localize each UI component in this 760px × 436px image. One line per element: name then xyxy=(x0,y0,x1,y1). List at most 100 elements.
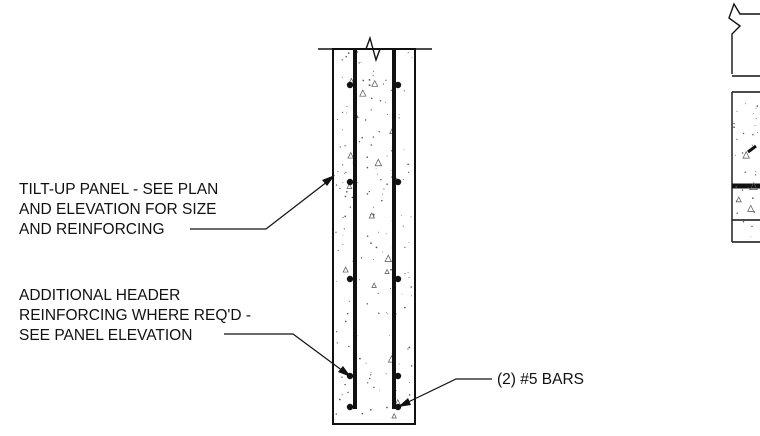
stipple-triangle xyxy=(742,150,750,159)
stipple-dot xyxy=(398,117,400,119)
stipple-triangle xyxy=(371,282,377,288)
stipple-dot xyxy=(380,178,382,181)
stipple-dot xyxy=(342,216,344,219)
stipple-dot xyxy=(407,348,409,350)
stipple-dot xyxy=(390,89,392,91)
stipple-dot xyxy=(370,242,372,244)
header-note-line-2: REINFORCING WHERE REQ'D - xyxy=(19,307,251,324)
stipple-dot xyxy=(396,177,398,179)
stipple-dot xyxy=(368,84,371,86)
stipple-dot xyxy=(754,125,756,127)
stipple-dot xyxy=(404,306,406,309)
stipple-dot xyxy=(370,144,373,146)
stipple-dot xyxy=(752,133,754,136)
stipple-dot xyxy=(388,334,390,336)
stipple-dot xyxy=(364,119,367,121)
rebar-dot xyxy=(394,81,402,89)
stipple-dot xyxy=(372,75,374,77)
stipple-dot xyxy=(372,213,375,216)
rebar-dot xyxy=(394,275,402,283)
rebar-dot xyxy=(394,178,402,186)
leaders xyxy=(190,175,492,407)
tilt-up-panel-section xyxy=(318,35,432,425)
stipple-dot xyxy=(341,111,344,114)
stipple-dot xyxy=(339,187,341,190)
stipple-dot xyxy=(402,178,405,181)
stipple-dot xyxy=(398,113,400,115)
stipple-dot xyxy=(361,136,363,139)
stipple-dot xyxy=(344,320,347,323)
stipple-dot xyxy=(408,394,411,396)
stipple-dot xyxy=(344,195,347,198)
header-note: ADDITIONAL HEADER REINFORCING WHERE REQ'… xyxy=(19,287,251,344)
stipple-dot xyxy=(750,236,752,238)
stipple-dot xyxy=(366,166,369,169)
bars-note-arrow xyxy=(398,398,411,407)
stipple-dot xyxy=(386,113,388,115)
stipple-dot xyxy=(341,394,343,396)
stipple-dot xyxy=(335,413,338,415)
panel-note-arrow xyxy=(322,175,335,186)
stipple-dot xyxy=(370,109,372,111)
stipple-dot xyxy=(755,107,757,109)
stipple-dot xyxy=(375,246,378,249)
stipple-dot xyxy=(347,52,350,54)
stipple-dot xyxy=(733,126,735,129)
stipple-dot xyxy=(351,196,354,199)
stipple-dot xyxy=(378,389,380,391)
stipple-dot xyxy=(385,101,387,103)
stipple-dot xyxy=(344,383,346,386)
stipple-dot xyxy=(401,293,403,295)
stipple-dot xyxy=(341,76,343,78)
stipple-dot xyxy=(751,225,753,228)
bars-note: (2) #5 BARS xyxy=(497,371,584,388)
stipple-triangle xyxy=(368,212,375,219)
header-note-line-1: ADDITIONAL HEADER xyxy=(19,287,180,304)
stipple-dot xyxy=(349,206,352,208)
stipple-dot xyxy=(359,279,360,281)
stipple-triangle xyxy=(391,412,397,419)
stipple-dot xyxy=(360,61,362,63)
panel-outline xyxy=(332,48,416,425)
stipple-dot xyxy=(744,171,747,173)
stipple-dot xyxy=(407,271,409,273)
stipple-dot xyxy=(373,386,375,389)
stipple-dot xyxy=(410,295,412,297)
stipple-dot xyxy=(366,193,369,195)
stipple-dot xyxy=(348,300,350,302)
stipple-dot xyxy=(408,346,411,349)
stipple-dot xyxy=(410,365,413,367)
stipple-dot xyxy=(389,287,392,290)
stipple-dot xyxy=(377,173,379,175)
stipple-triangle xyxy=(749,181,758,191)
stipple-dot xyxy=(336,342,338,344)
stipple-dot xyxy=(370,374,372,376)
stipple-dot xyxy=(407,171,410,173)
stipple-dot xyxy=(404,273,406,275)
stipple-dot xyxy=(385,373,387,375)
stipple-dot xyxy=(409,382,411,384)
stipple-dot xyxy=(370,371,372,373)
stipple-dot xyxy=(408,241,410,243)
bars-note-leader xyxy=(401,378,492,406)
stipple-dot xyxy=(755,171,757,173)
adjacent-detail-partial xyxy=(728,2,760,243)
stipple-dot xyxy=(339,146,341,148)
stipple-dot xyxy=(377,292,379,294)
stipple-dot xyxy=(368,190,371,193)
stipple-triangle xyxy=(347,151,355,159)
rebar-dot xyxy=(346,178,354,186)
stipple-dot xyxy=(369,408,372,411)
stipple-dot xyxy=(733,122,735,125)
stipple-dot xyxy=(345,55,347,58)
stipple-dot xyxy=(356,51,359,53)
stipple-dot xyxy=(402,225,404,227)
stipple-dot xyxy=(382,251,384,253)
stipple-dot xyxy=(375,168,377,169)
stipple-dot xyxy=(373,206,375,208)
stipple-dot xyxy=(401,214,403,216)
stipple-dot xyxy=(381,193,383,195)
stipple-dot xyxy=(410,286,413,288)
panel-note: TILT-UP PANEL - SEE PLAN AND ELEVATION F… xyxy=(19,181,218,238)
stipple-dot xyxy=(346,312,349,315)
